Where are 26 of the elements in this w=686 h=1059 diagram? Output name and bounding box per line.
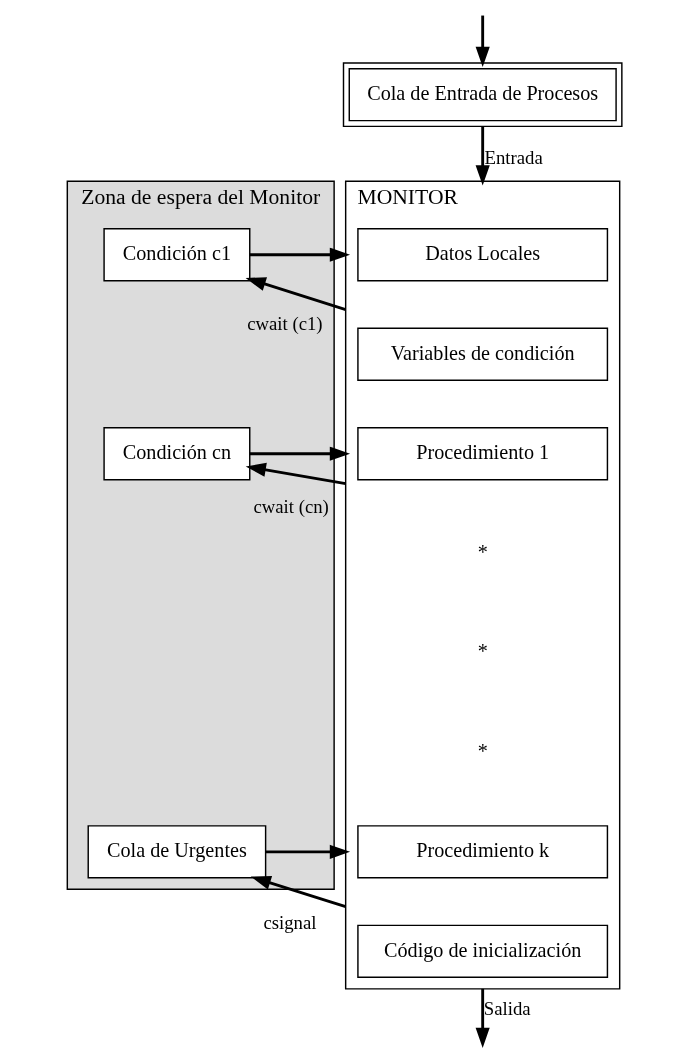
node-box: Procedimiento k (356, 825, 608, 879)
arrow (250, 875, 346, 908)
label: * (477, 739, 488, 762)
arrow (265, 844, 350, 859)
edge-label: csignal (262, 911, 316, 933)
node-box: Procedimiento 1 (356, 427, 608, 481)
arrow (475, 126, 490, 186)
node-box: Condición cn (102, 427, 250, 481)
node-box: Cola de Entrada de Procesos (342, 62, 623, 128)
node-box: Variables de condición (356, 327, 608, 381)
edge-label: Salida (483, 998, 531, 1020)
label: * (477, 640, 488, 663)
node-box: Condición c1 (102, 228, 250, 282)
arrow (475, 988, 490, 1048)
arrow (475, 15, 490, 68)
arrow (245, 462, 346, 485)
node-box: Código de inicialización (356, 924, 608, 979)
arrow (245, 277, 346, 311)
edge-label: Entrada (484, 147, 543, 169)
node-box: Datos Locales (356, 228, 608, 282)
edge-label: cwait (cn) (252, 495, 329, 517)
edge-label: cwait (c1) (246, 312, 323, 334)
arrow (249, 446, 350, 461)
label: * (477, 540, 488, 563)
node-box: Cola de Urgentes (87, 825, 266, 879)
arrow (249, 247, 350, 262)
